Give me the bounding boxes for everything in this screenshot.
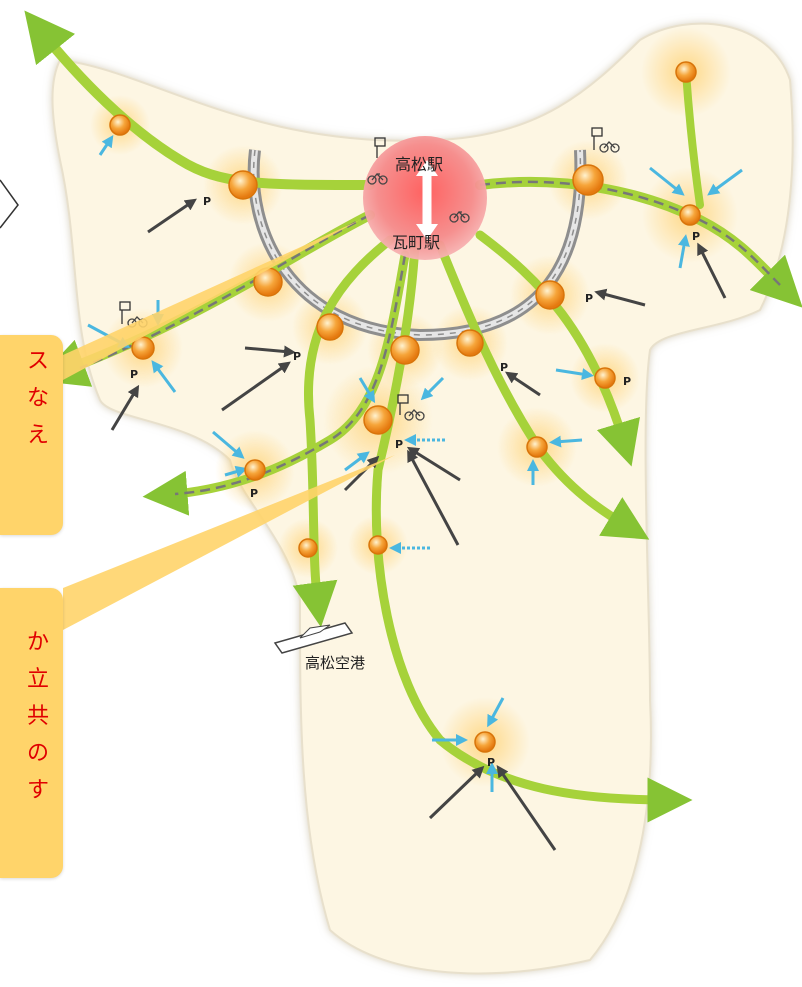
callout-text-line: す	[26, 778, 49, 803]
transit-node	[675, 61, 697, 83]
transit-node	[679, 204, 701, 226]
transit-node	[535, 280, 565, 310]
transit-node	[572, 164, 604, 196]
car-access-arrows	[110, 198, 727, 851]
callout-connectors	[63, 220, 395, 630]
route-east-branch	[475, 230, 640, 467]
parking-icon: P	[692, 230, 700, 243]
airport-label: 高松空港	[305, 654, 365, 672]
callout-text-line: 立	[26, 667, 49, 692]
parking-icon: P	[293, 350, 301, 363]
parking-icon: P	[250, 487, 258, 500]
bicycle-icon	[449, 211, 470, 223]
callout-box-1: ス な え	[0, 335, 63, 535]
parking-icon: P	[203, 195, 211, 208]
transit-node	[594, 367, 616, 389]
bicycle-icon	[599, 141, 620, 153]
transit-node	[316, 313, 344, 341]
parking-icon: P	[487, 756, 495, 769]
callout-text-line: ス	[26, 349, 49, 374]
transit-node	[131, 336, 155, 360]
parking-icons: P P P P P P P P P P	[130, 195, 700, 769]
bus-stop-icon	[119, 301, 131, 324]
transit-node	[456, 329, 484, 357]
bus-stop-icon	[374, 137, 386, 158]
parking-icon: P	[585, 292, 593, 305]
transit-node	[368, 535, 388, 555]
parking-icon: P	[130, 368, 138, 381]
route-south	[371, 240, 693, 823]
transit-node	[109, 114, 131, 136]
trunk-route-cores	[79, 180, 781, 496]
callout-text-line: え	[26, 423, 49, 448]
route-northwest	[24, 10, 375, 190]
walk-access-arrows	[87, 135, 743, 792]
transit-node	[390, 335, 420, 365]
parking-icon: P	[623, 375, 631, 388]
ring-railway	[247, 149, 587, 342]
transit-nodes	[109, 61, 701, 753]
bicycle-icon	[367, 173, 388, 185]
transit-node	[298, 538, 318, 558]
callout-text-line: な	[26, 386, 49, 411]
station-top-label: 高松駅	[395, 155, 443, 174]
transit-node	[526, 436, 548, 458]
transit-node	[363, 405, 393, 435]
route-northeast	[682, 68, 704, 209]
callout-text-line: の	[26, 741, 49, 766]
callout-box-2: か 立 共 の す	[0, 588, 63, 878]
cropped-bracket	[0, 179, 19, 229]
parking-icon: P	[500, 361, 508, 374]
transit-node	[244, 459, 266, 481]
station-bottom-label: 瓦町駅	[392, 233, 440, 252]
central-hub: 高松駅 瓦町駅	[363, 136, 487, 260]
transit-node	[474, 731, 496, 753]
callout-text-line: か	[26, 630, 49, 655]
transit-node	[228, 170, 258, 200]
bus-stop-icon	[397, 394, 409, 415]
callout-text-line: 共	[26, 704, 49, 729]
bicycle-icon	[404, 409, 425, 421]
bus-stop-icon	[591, 127, 603, 150]
route-southwest	[292, 235, 395, 628]
airport-icon	[273, 622, 354, 654]
parking-icon: P	[395, 438, 403, 451]
